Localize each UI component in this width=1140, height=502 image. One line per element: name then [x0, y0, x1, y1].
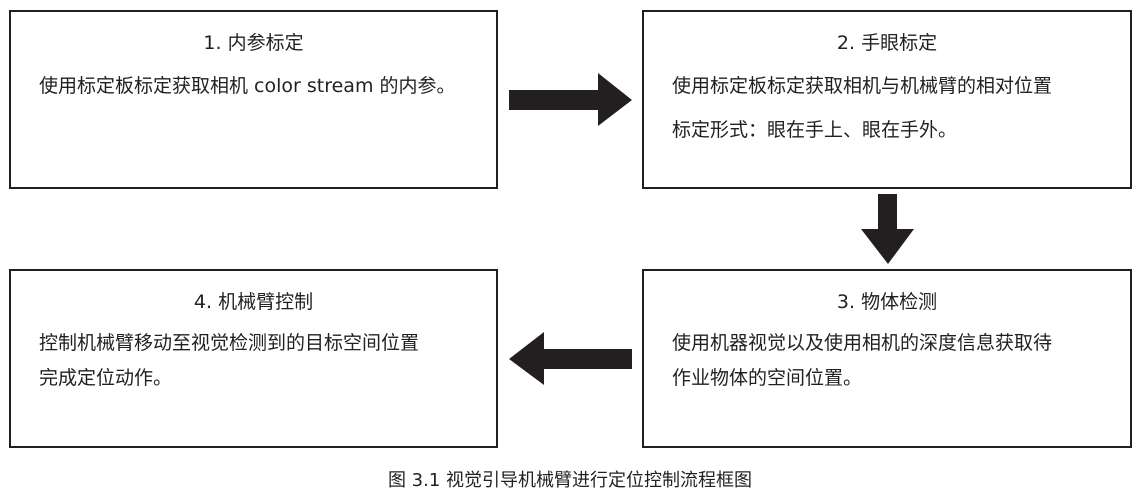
- step-title: 1. 内参标定: [203, 32, 304, 54]
- step-description-line: 使用标定板标定获取相机 color stream 的内参。: [39, 75, 456, 97]
- step-box-hand-eye-calibration: 2. 手眼标定 使用标定板标定获取相机与机械臂的相对位置 标定形式：眼在手上、眼…: [642, 10, 1132, 189]
- step-box-intrinsic-calibration: 1. 内参标定 使用标定板标定获取相机 color stream 的内参。: [9, 10, 498, 189]
- arrow-down-shape: [861, 194, 914, 264]
- arrow-down-icon: [861, 194, 914, 264]
- arrow-right-icon: [509, 73, 632, 126]
- step-description-line: 使用机器视觉以及使用相机的深度信息获取待: [672, 332, 1053, 354]
- arrow-left-shape: [509, 332, 632, 385]
- arrow-right-shape: [509, 73, 632, 126]
- step-title: 2. 手眼标定: [836, 32, 938, 54]
- step-title: 3. 物体检测: [836, 291, 938, 313]
- step-description-line: 标定形式：眼在手上、眼在手外。: [672, 119, 958, 141]
- step-description-line: 使用标定板标定获取相机与机械臂的相对位置: [672, 75, 1053, 97]
- figure-caption: 图 3.1 视觉引导机械臂进行定位控制流程框图: [387, 470, 753, 491]
- step-title: 4. 机械臂控制: [193, 291, 314, 313]
- step-box-arm-control: 4. 机械臂控制 控制机械臂移动至视觉检测到的目标空间位置 完成定位动作。: [9, 269, 498, 448]
- step-description-line: 作业物体的空间位置。: [672, 367, 863, 389]
- step-description-line: 控制机械臂移动至视觉检测到的目标空间位置: [39, 332, 420, 354]
- step-description-line: 完成定位动作。: [39, 367, 173, 389]
- step-box-object-detection: 3. 物体检测 使用机器视觉以及使用相机的深度信息获取待 作业物体的空间位置。: [642, 269, 1132, 448]
- arrow-left-icon: [509, 332, 632, 385]
